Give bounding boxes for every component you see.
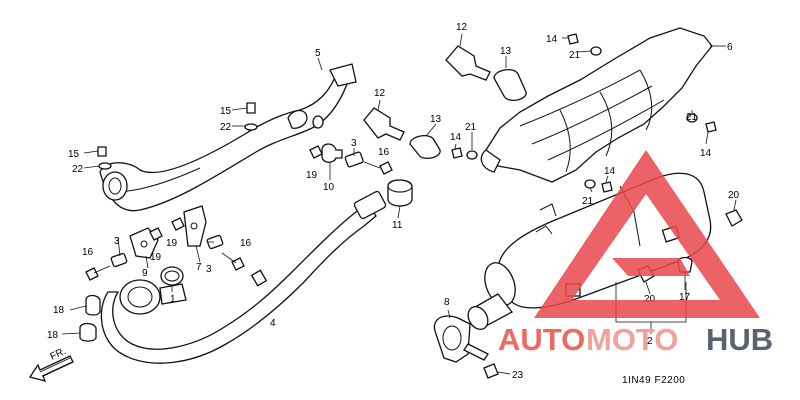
label-6: 6 bbox=[727, 42, 733, 53]
front-upper-pipe-5 bbox=[99, 63, 357, 212]
label-12: 12 bbox=[374, 88, 386, 99]
lower-pipe-4 bbox=[100, 190, 387, 364]
label-16: 16 bbox=[240, 238, 252, 249]
label-14: 14 bbox=[700, 148, 712, 159]
label-11: 11 bbox=[392, 220, 403, 231]
label-4: 4 bbox=[270, 318, 276, 329]
collars-3 bbox=[110, 151, 364, 268]
leader-lines bbox=[61, 33, 737, 335]
heat-shield-6 bbox=[480, 27, 713, 183]
label-18: 18 bbox=[53, 305, 65, 316]
label-16: 16 bbox=[82, 247, 94, 258]
label-1: 1 bbox=[170, 294, 176, 305]
bolts-14-washers-21 bbox=[451, 33, 717, 193]
watermark-triangle bbox=[534, 150, 760, 318]
watermark-auto: AUTO bbox=[498, 322, 585, 357]
label-21: 21 bbox=[686, 112, 698, 123]
part-labels: 1 2 3 3 3 4 5 6 7 8 9 10 11 12 12 13 13 … bbox=[47, 22, 740, 386]
label-19: 19 bbox=[306, 170, 318, 181]
label-5: 5 bbox=[315, 48, 321, 59]
label-2: 2 bbox=[647, 336, 653, 347]
diagram-code: 1IN49 F2200 bbox=[622, 375, 685, 386]
bracket-7 bbox=[183, 205, 207, 247]
clamp-10 bbox=[321, 143, 343, 163]
label-17: 17 bbox=[679, 292, 691, 303]
nuts-19 bbox=[149, 145, 323, 241]
bolts-16 bbox=[85, 161, 393, 281]
label-21: 21 bbox=[582, 196, 594, 207]
label-12: 12 bbox=[456, 22, 468, 33]
gasket-11 bbox=[387, 179, 413, 207]
grommets-18 bbox=[79, 294, 101, 342]
label-20: 20 bbox=[728, 190, 740, 201]
label-14: 14 bbox=[604, 166, 616, 177]
label-21: 21 bbox=[569, 50, 581, 61]
label-18: 18 bbox=[47, 330, 59, 341]
label-10: 10 bbox=[323, 182, 335, 193]
bracket-9 bbox=[129, 227, 159, 259]
label-15: 15 bbox=[220, 106, 232, 117]
watermark-hub: HUB bbox=[706, 322, 773, 357]
label-20: 20 bbox=[644, 294, 656, 305]
label-22: 22 bbox=[72, 164, 84, 175]
label-3: 3 bbox=[351, 138, 357, 149]
stud-pins-12 bbox=[363, 45, 491, 141]
label-13: 13 bbox=[430, 114, 442, 125]
watermark-moto: MOTO bbox=[586, 322, 678, 357]
watermark-logo: AUTO MOTO HUB bbox=[498, 150, 773, 357]
gasket-1 bbox=[160, 266, 184, 286]
bolt-23 bbox=[483, 363, 511, 379]
label-23: 23 bbox=[512, 370, 524, 381]
label-3: 3 bbox=[114, 236, 120, 247]
label-22: 22 bbox=[220, 122, 232, 133]
front-direction-arrow bbox=[28, 355, 74, 382]
label-15: 15 bbox=[68, 149, 80, 160]
label-19: 19 bbox=[166, 238, 178, 249]
label-9: 9 bbox=[142, 268, 148, 279]
label-14: 14 bbox=[450, 132, 462, 143]
label-8: 8 bbox=[444, 297, 450, 308]
label-19: 19 bbox=[150, 252, 162, 263]
label-16: 16 bbox=[378, 147, 390, 158]
label-13: 13 bbox=[500, 46, 512, 57]
label-7: 7 bbox=[196, 262, 202, 273]
label-14: 14 bbox=[546, 34, 558, 45]
rubbers-13 bbox=[409, 68, 527, 160]
label-21: 21 bbox=[465, 122, 477, 133]
label-3: 3 bbox=[206, 264, 212, 275]
